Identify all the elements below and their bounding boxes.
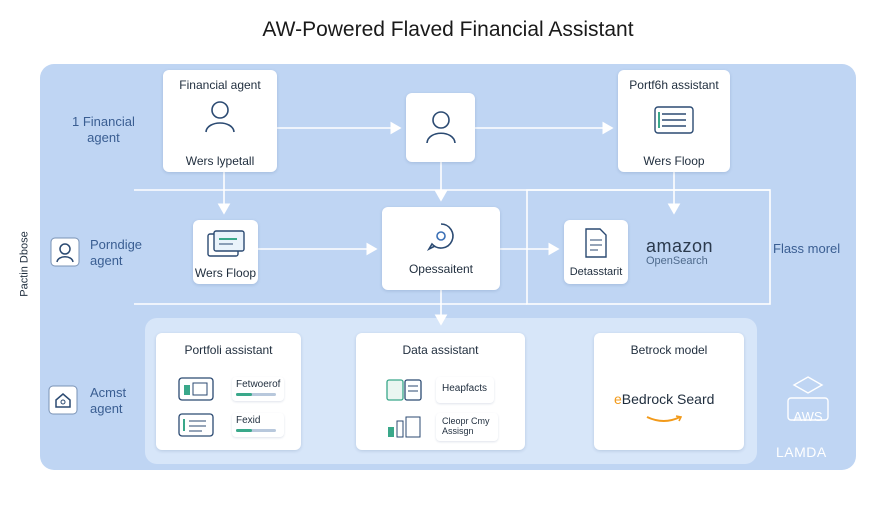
data-assistant-card[interactable]: Detasstarit	[564, 220, 628, 284]
bedrock-model-card[interactable]: Betrock model eBedrock Seard	[594, 333, 744, 450]
item-pill[interactable]: Fexid	[232, 413, 284, 437]
item-pill[interactable]: Cleopr Cmy Assisgn	[436, 413, 498, 441]
side-label-financial: 1 Financial agent	[72, 114, 135, 145]
search-group-box	[526, 189, 771, 305]
document-list-icon	[654, 106, 694, 139]
person-icon	[202, 98, 238, 139]
amazon-smile-icon	[646, 410, 683, 428]
card-title: Portfoli assistant	[184, 343, 273, 357]
financial-agent-card[interactable]: Financial agent Wers lypetall	[163, 70, 277, 172]
card-title: Portf6h assistant	[629, 78, 719, 92]
aws-badge-icon	[786, 376, 830, 439]
amazon-opensearch-logo: amazon OpenSearch	[646, 236, 713, 267]
chat-bubble-icon	[426, 221, 456, 256]
card-title: Data assistant	[402, 343, 479, 357]
bar-chart-icon	[386, 415, 422, 444]
side-label-porndige: Porndige agent	[90, 237, 143, 268]
page-title: AW-Powered Flaved Financial Assistant	[262, 18, 634, 41]
card-label: Detasstarit	[569, 266, 623, 278]
opessistant-card[interactable]: Opessaitent	[382, 207, 500, 290]
item-label: Fexid	[236, 415, 261, 426]
bedrock-brand: eBedrock Seard	[614, 391, 714, 407]
user-icon	[50, 237, 80, 272]
item-label: Fetwoerof	[236, 379, 281, 390]
amazon-brand: amazon	[646, 236, 714, 256]
card-title: Financial agent	[179, 78, 261, 92]
lambda-label: LAMDA	[776, 444, 827, 460]
item-pill[interactable]: Heapfacts	[436, 377, 494, 403]
portfoli-assistant-card[interactable]: Portfoli assistant Fetwoerof Fexid	[156, 333, 301, 450]
user-node-card[interactable]	[406, 93, 475, 162]
portfolio-assistant-card[interactable]: Portf6h assistant Wers Floop	[618, 70, 730, 172]
chart-window-icon	[178, 377, 214, 406]
table-icon	[386, 379, 422, 406]
document-icon	[584, 228, 608, 263]
side-label-flass: Flass morel	[773, 241, 841, 256]
item-label: Cleopr Cmy Assisgn	[442, 416, 490, 436]
form-icon	[178, 413, 214, 442]
card-title: Betrock model	[630, 343, 708, 357]
window-icon	[207, 230, 245, 263]
data-assistant-group-card[interactable]: Data assistant Heapfacts Cleopr Cmy Assi…	[356, 333, 525, 450]
side-label-acmst: Acmst agent	[90, 385, 127, 416]
card-label: Opessaitent	[408, 262, 474, 276]
vertical-axis-label: Pactin Dbose	[18, 231, 31, 297]
item-label: Heapfacts	[442, 383, 488, 394]
brand-prefix: e	[614, 391, 622, 407]
card-subtitle: Wers Floop	[643, 154, 705, 168]
opensearch-label: OpenSearch	[646, 255, 708, 267]
aws-badge-label: AWS	[793, 409, 823, 424]
home-icon	[48, 385, 78, 420]
wers-floop-card[interactable]: Wers Floop	[193, 220, 258, 284]
item-pill[interactable]: Fetwoerof	[232, 377, 284, 401]
person-icon	[422, 107, 460, 150]
card-subtitle: Wers lypetall	[185, 154, 255, 168]
card-label: Wers Floop	[194, 266, 257, 280]
brand-name: Bedrock Seard	[621, 391, 715, 407]
